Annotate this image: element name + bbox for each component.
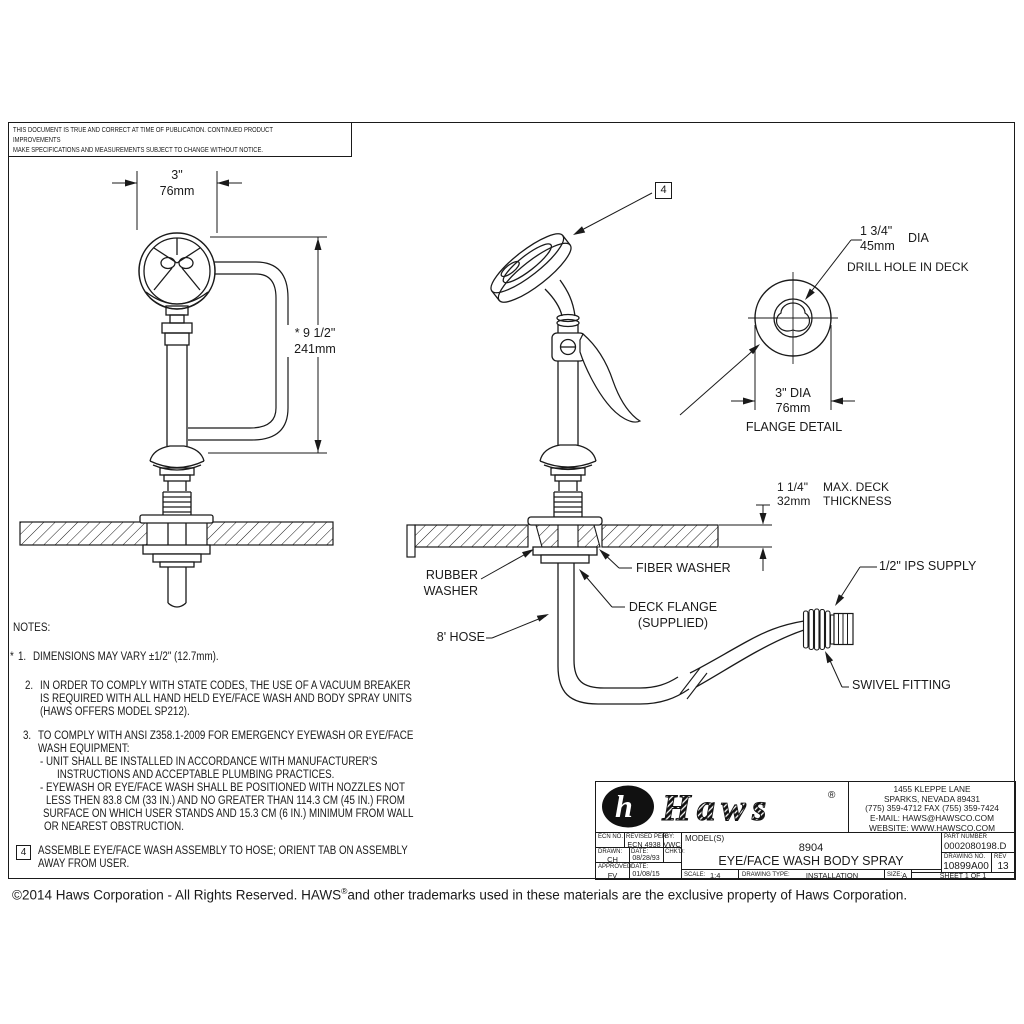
deck-thickness-note: MAX. DECK THICKNESS <box>823 480 892 508</box>
title-block-divider <box>848 782 850 832</box>
note-2-number: 2. <box>25 680 34 692</box>
drill-hole-note: DRILL HOLE IN DECK <box>847 260 969 274</box>
rev-label: REV <box>994 853 1007 860</box>
date2-value: 01/08/15 <box>632 871 660 878</box>
disclaimer-line: MAKE SPECIFICATIONS AND MEASUREMENTS SUB… <box>13 147 264 154</box>
notes-heading: NOTES: <box>13 620 51 634</box>
swivel-fitting-label: SWIVEL FITTING <box>852 678 951 692</box>
flange-dia-dimension: 3" DIA 76mm <box>775 386 811 415</box>
title-block-divider <box>884 869 886 878</box>
flange-detail-drawing <box>748 272 838 364</box>
revised-label: REVISED PER: <box>626 833 669 840</box>
title-block-divider <box>941 852 1015 854</box>
drawing-border <box>8 122 1015 879</box>
approved-value: FV <box>607 871 618 880</box>
scale-value: 1:4 <box>710 871 721 880</box>
title-block-divider <box>596 862 681 864</box>
assembly-callout-4: 4 <box>655 182 672 199</box>
part-number-label: PART NUMBER <box>944 833 988 840</box>
drill-hole-dia-mm: 45mm <box>860 239 895 253</box>
ips-supply-label: 1/2" IPS SUPPLY <box>879 559 977 573</box>
drawing-title: EYE/FACE WASH BODY SPRAY <box>718 854 904 868</box>
date1-value: 08/28/93 <box>632 854 660 862</box>
models-label: MODEL(S) <box>685 834 725 843</box>
part-number-value: 0002080198.D <box>944 840 1007 852</box>
deck-flange-label: DECK FLANGE (SUPPLIED) <box>628 600 718 630</box>
title-block-divider <box>596 847 681 849</box>
title-block-divider <box>911 869 913 878</box>
type-value: INSTALLATION <box>805 871 859 880</box>
sheet-label: SHEET 1 OF 1 <box>939 873 987 880</box>
note-4-callout-box: 4 <box>16 845 31 860</box>
title-block-divider <box>738 869 740 878</box>
drawn-label: DRAWN: <box>598 848 623 855</box>
hose-label: 8' HOSE <box>436 630 485 644</box>
rev-value: 13 <box>997 860 1009 872</box>
flange-detail-caption: FLANGE DETAIL <box>745 420 843 434</box>
registered-mark: ® <box>341 886 348 896</box>
note-3: TO COMPLY WITH ANSI Z358.1-2009 FOR EMER… <box>38 730 414 833</box>
drawing-no-label: DRAWING NO. <box>944 853 986 860</box>
svg-text:Haws: Haws <box>661 788 772 829</box>
note-3-number: 3. <box>23 730 32 742</box>
chkd-label: CHK'D: <box>665 848 685 855</box>
title-block-divider <box>663 832 665 862</box>
title-block-divider <box>681 832 683 878</box>
note-4: ASSEMBLE EYE/FACE WASH ASSEMBLY TO HOSE;… <box>38 845 408 870</box>
drawn-value: CH <box>607 854 618 864</box>
fiber-washer-label: FIBER WASHER <box>636 561 731 575</box>
svg-text:h: h <box>615 788 633 824</box>
size-value: A <box>902 871 908 880</box>
flange-detail-dimensions <box>679 239 862 416</box>
title-block-divider <box>991 852 993 872</box>
company-address: 1455 KLEPPE LANE SPARKS, NEVADA 89431 (7… <box>865 784 999 833</box>
title-block-divider <box>681 869 941 871</box>
by-value: VWC <box>663 839 681 849</box>
front-width-dimension: 3" 76mm <box>159 168 195 198</box>
front-view-drawing <box>19 232 334 608</box>
dia-word: DIA <box>908 231 929 245</box>
by-label: BY: <box>665 833 675 840</box>
disclaimer-line: THIS DOCUMENT IS TRUE AND CORRECT AT TIM… <box>13 127 273 144</box>
model-number: 8904 <box>798 842 824 854</box>
title-block-divider <box>911 872 1015 874</box>
date2-label: DATE: <box>631 863 649 870</box>
side-view-drawing <box>406 233 854 705</box>
haws-logo-icon: h Haws ® <box>602 785 836 829</box>
drawing-no-value: 10899A00 <box>943 860 989 872</box>
copyright-line: ©2014 Haws Corporation - All Rights Rese… <box>12 886 908 903</box>
title-block: h Haws ® 1455 KLEPPE LANE SPARKS, NEVADA… <box>595 781 1016 880</box>
front-height-dimension: * 9 1/2" 241mm <box>283 325 347 357</box>
disclaimer-box: THIS DOCUMENT IS TRUE AND CORRECT AT TIM… <box>8 122 352 157</box>
type-label: DRAWING TYPE: <box>742 872 790 878</box>
size-label: SIZE: <box>887 872 903 878</box>
note-2: IN ORDER TO COMPLY WITH STATE CODES, THE… <box>40 680 412 718</box>
drill-hole-dia-in: 1 3/4" <box>860 224 893 238</box>
note-1: * 1. DIMENSIONS MAY VARY ±1/2" (12.7mm). <box>10 651 219 663</box>
date1-label: DATE: <box>631 848 649 855</box>
title-block-divider <box>629 847 631 878</box>
deck-thickness-dimension: 1 1/4" 32mm <box>777 480 811 508</box>
ecn-label: ECN NO. <box>598 833 624 840</box>
side-view-leaders <box>480 192 877 688</box>
title-block-divider <box>596 832 1015 834</box>
approved-label: APPROVED: <box>598 863 634 870</box>
revised-value: ECN 4938 <box>627 839 661 849</box>
title-block-divider <box>624 832 626 847</box>
scale-label: SCALE: <box>684 872 706 878</box>
rubber-washer-label: RUBBER WASHER <box>423 568 478 598</box>
svg-text:®: ® <box>828 790 836 801</box>
